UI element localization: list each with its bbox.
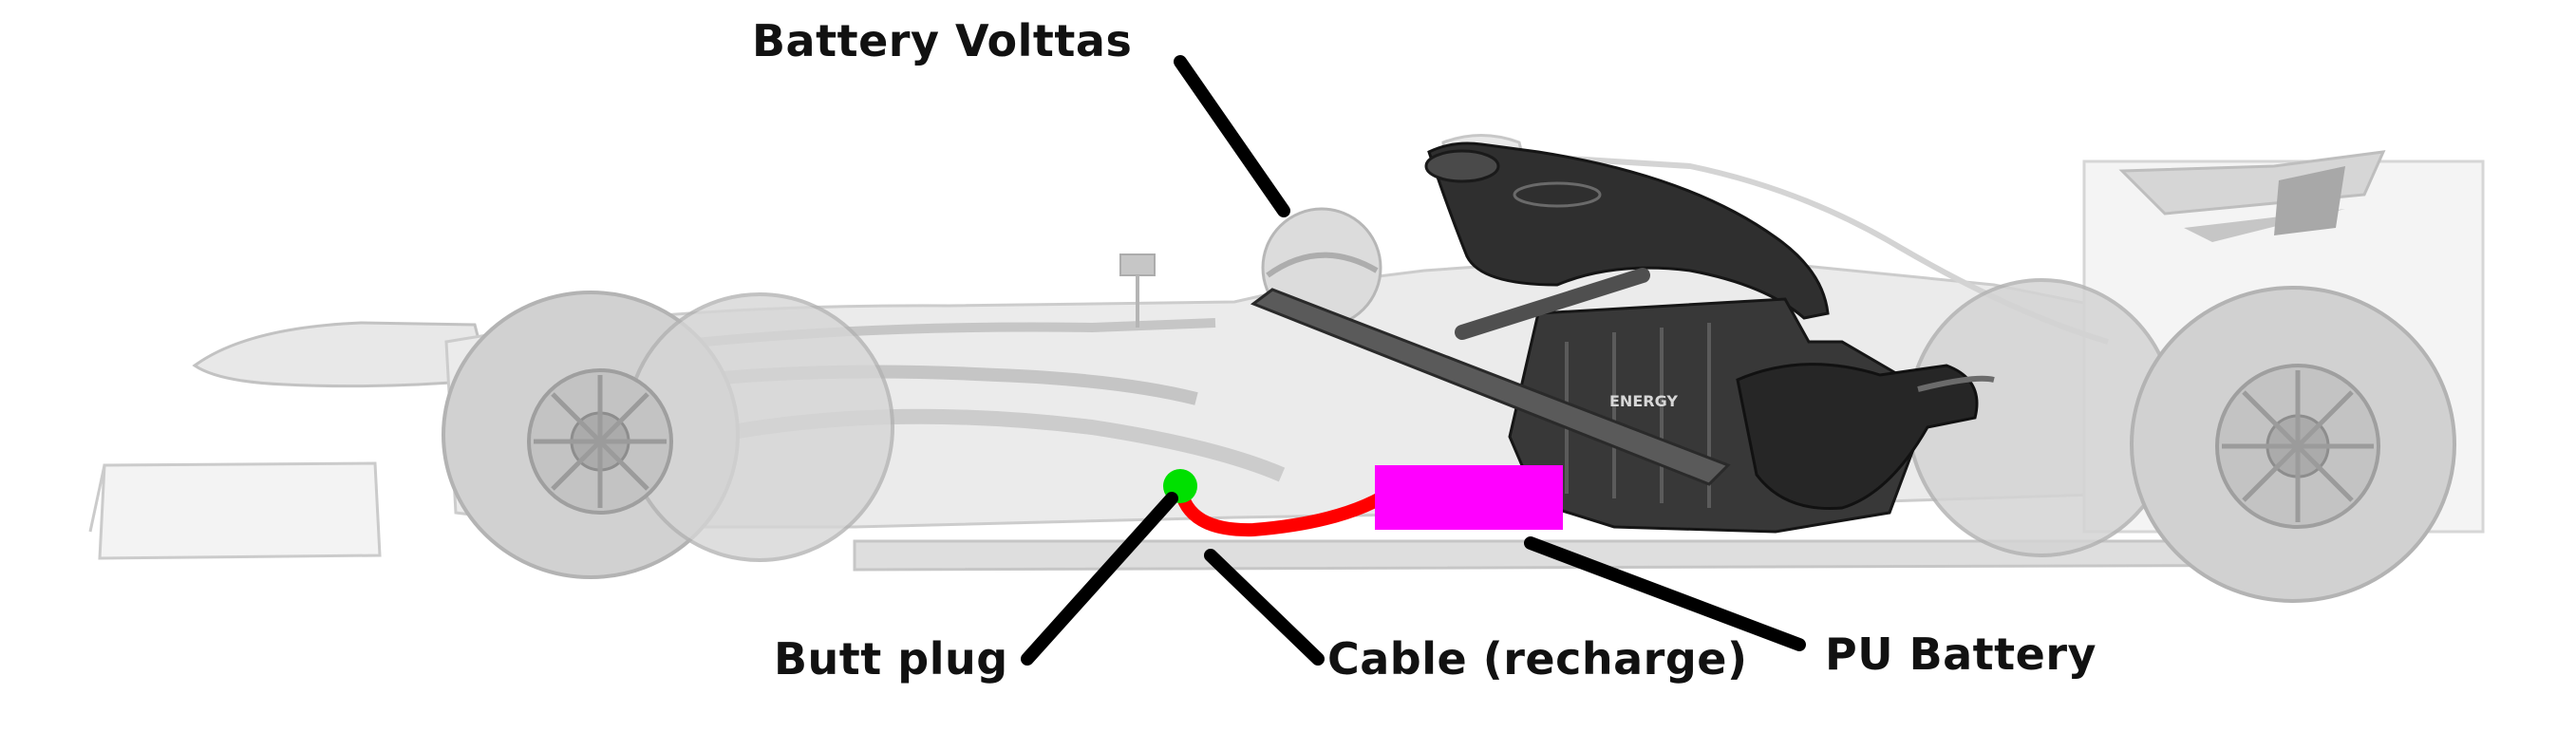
pointer-battery-volttas — [1174, 55, 1290, 217]
label-cable-recharge: Cable (recharge) — [1327, 633, 1748, 685]
pointer-lines — [1021, 55, 1806, 666]
floor — [853, 539, 2397, 572]
exhaust — [1736, 363, 1979, 511]
label-pu-battery: PU Battery — [1825, 629, 2097, 680]
suspension-arm — [1250, 288, 1731, 486]
engine-energy-text: ENERGY — [1609, 392, 1678, 410]
rear-wheel — [1907, 278, 2456, 603]
f1-car-illustration — [88, 134, 2485, 603]
pu-battery-box — [1375, 465, 1563, 530]
front-wing — [88, 321, 491, 560]
pointer-cable — [1204, 549, 1325, 666]
pointer-butt-plug — [1021, 492, 1178, 666]
label-battery-volttas: Battery Volttas — [752, 15, 1132, 66]
recharge-cable — [1174, 480, 1402, 537]
power-unit: ENERGY — [1250, 141, 1995, 534]
mirror — [1119, 253, 1156, 328]
label-butt-plug: Butt plug — [774, 633, 1008, 685]
pointer-pu-battery — [1524, 536, 1806, 651]
front-wheel — [442, 291, 894, 579]
